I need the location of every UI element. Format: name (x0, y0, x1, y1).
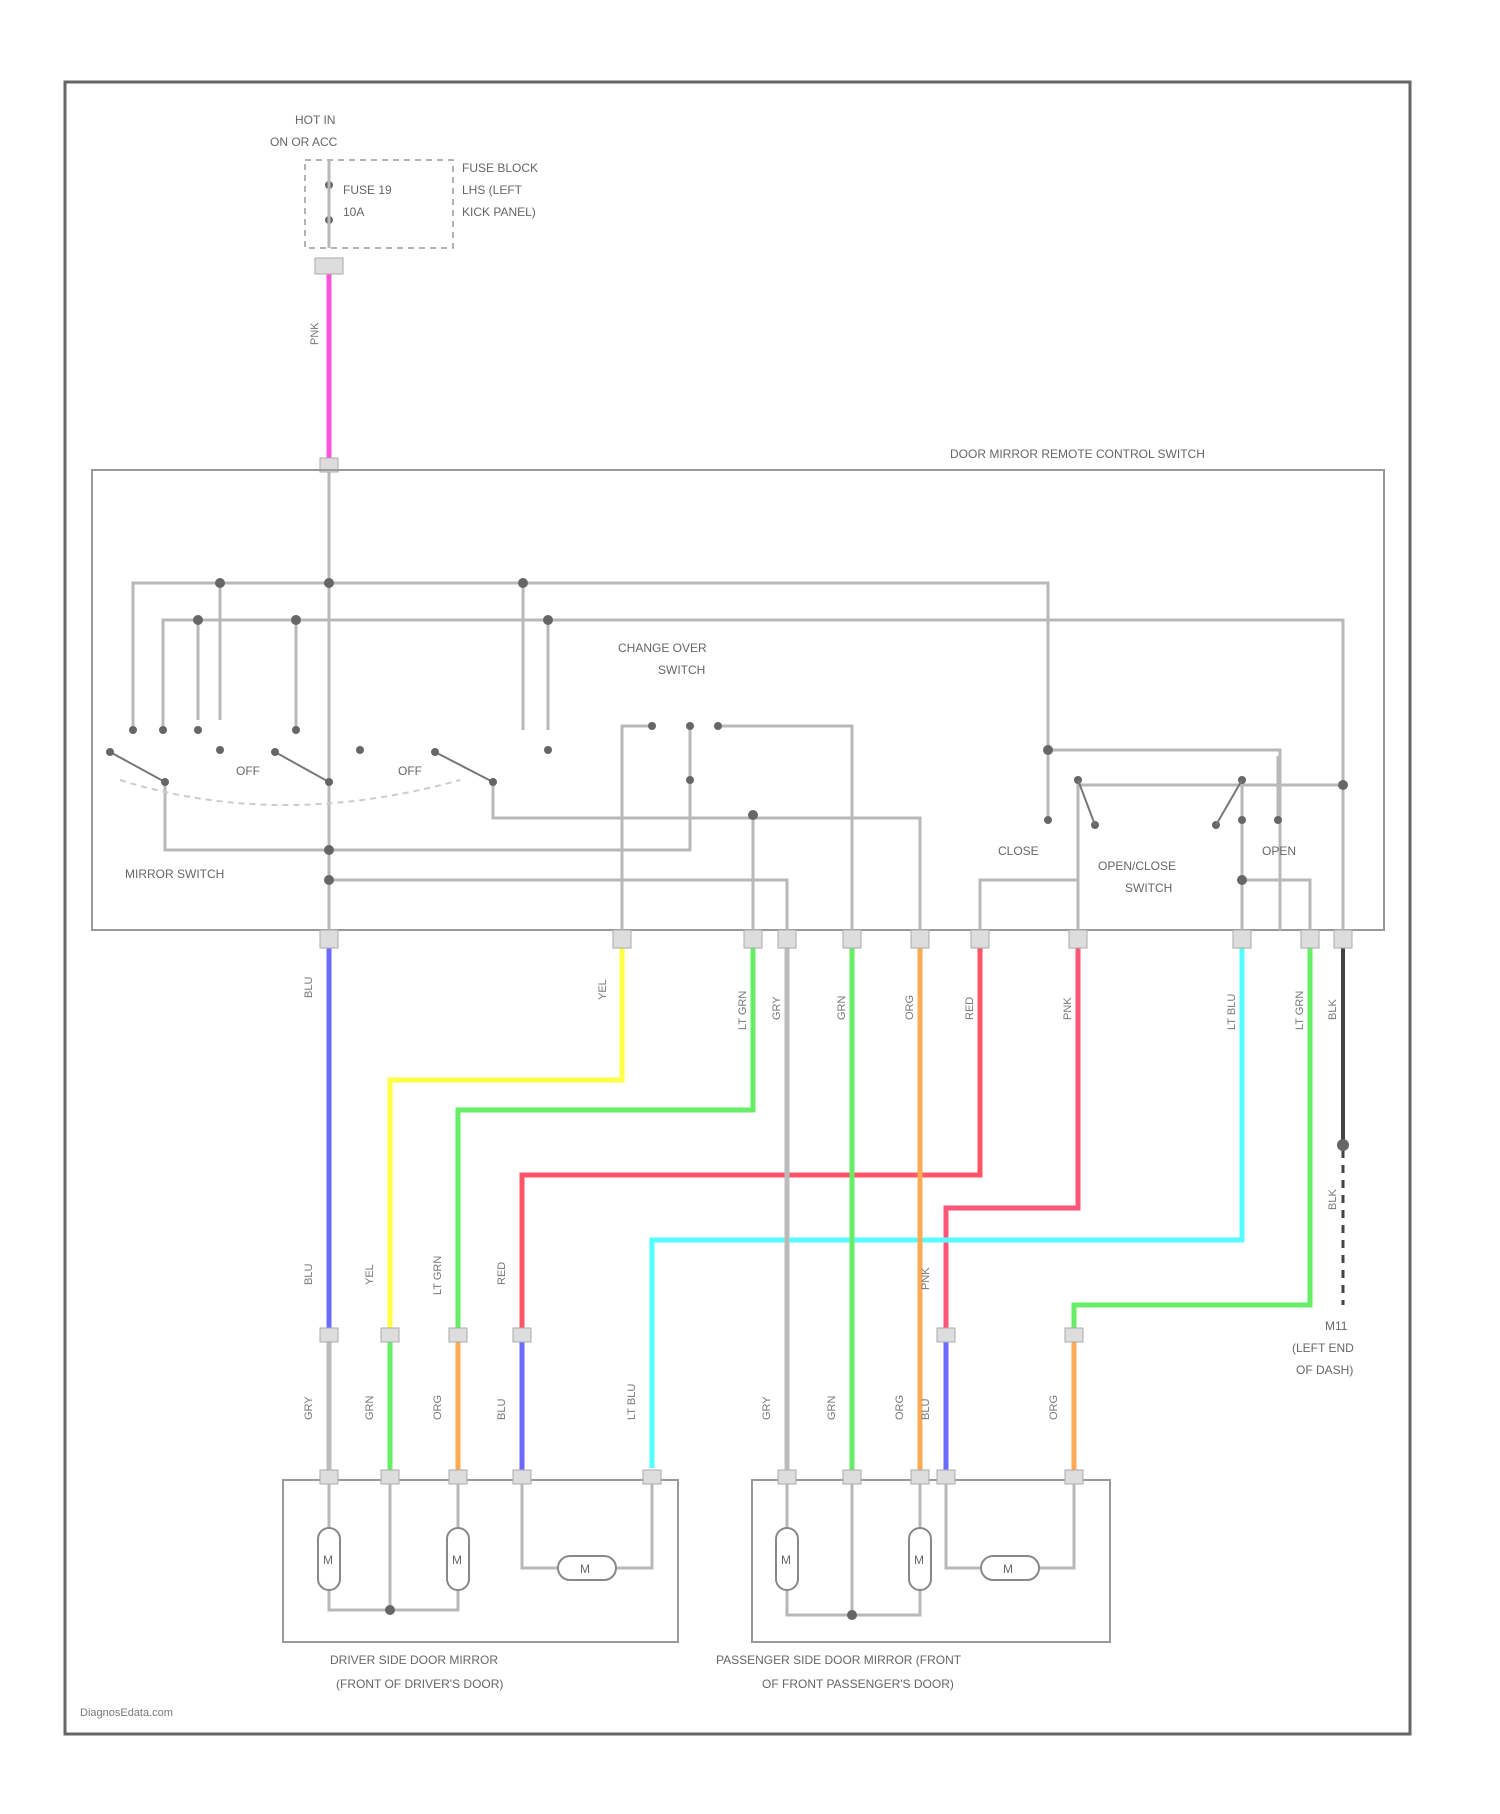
passenger-mirror-label: PASSENGER SIDE DOOR MIRROR (FRONT (716, 1653, 962, 1667)
wire-lt-grn-lower (1074, 948, 1310, 1328)
feed-wire-label: PNK (309, 322, 321, 345)
switch-assembly-title: DOOR MIRROR REMOTE CONTROL SWITCH (950, 447, 1205, 461)
motor-symbol: M (580, 1562, 590, 1576)
driver-wire-label: BLU (496, 1399, 508, 1420)
driver-wire-label: ORG (432, 1395, 444, 1420)
switch-assembly-frame (92, 470, 1384, 930)
upper-wire-label: YEL (597, 979, 609, 1000)
upper-wire-label: LT GRN (737, 991, 749, 1030)
mid-wire-label: RED (496, 1262, 508, 1285)
fuse-block-location-2: KICK PANEL) (462, 205, 536, 219)
upper-wire-label: GRY (771, 996, 783, 1020)
off-label-2: OFF (398, 764, 422, 778)
connectors (320, 930, 1352, 1342)
passenger-wire-label: BLU (920, 1399, 932, 1420)
fuse-block-location: LHS (LEFT (462, 183, 523, 197)
fuse-rating: 10A (343, 205, 364, 219)
upper-wire-label: ORG (904, 995, 916, 1020)
motor-symbol: M (323, 1553, 333, 1567)
fuse-box (305, 160, 453, 248)
mirror-switch-contacts (110, 752, 493, 805)
driver-mirror-assembly: M M M (283, 1470, 678, 1642)
driver-mirror-location: (FRONT OF DRIVER'S DOOR) (336, 1677, 503, 1691)
motor-symbol: M (1003, 1562, 1013, 1576)
fuse-label: FUSE 19 (343, 183, 392, 197)
passenger-mirror-location: OF FRONT PASSENGER'S DOOR) (762, 1677, 954, 1691)
diagram-border (65, 82, 1410, 1734)
driver-mirror-label: DRIVER SIDE DOOR MIRROR (330, 1653, 498, 1667)
driver-wire-label: GRN (364, 1396, 376, 1421)
hot-condition-label: ON OR ACC (270, 135, 338, 149)
motor-symbol: M (452, 1553, 462, 1567)
motor-symbol: M (914, 1553, 924, 1567)
mid-wire-labels: BLU YEL LT GRN RED PNK (303, 1256, 932, 1295)
upper-wire-label: PNK (1062, 997, 1074, 1020)
mirror-switch-label: MIRROR SWITCH (125, 867, 224, 881)
upper-wire-label: GRN (836, 996, 848, 1021)
upper-wire-label: LT GRN (1294, 991, 1306, 1030)
open-close-label-2: SWITCH (1125, 881, 1172, 895)
change-over-label-2: SWITCH (658, 663, 705, 677)
ground-location-2: OF DASH) (1296, 1363, 1353, 1377)
open-label: OPEN (1262, 844, 1296, 858)
passenger-wire-label: GRN (826, 1396, 838, 1421)
ground-label: M11 (1325, 1319, 1348, 1333)
passenger-wire-label: GRY (761, 1396, 773, 1420)
fuse-block-label: FUSE BLOCK (462, 161, 538, 175)
mid-wire-label: YEL (364, 1264, 376, 1285)
close-label: CLOSE (998, 844, 1039, 858)
passenger-mirror-assembly: M M M (752, 1470, 1110, 1642)
mid-wire-label: BLU (303, 1264, 315, 1285)
watermark: DiagnosEdata.com (80, 1707, 173, 1719)
ground-location: (LEFT END (1292, 1341, 1354, 1355)
driver-wire-label: LT BLU (626, 1384, 638, 1420)
change-over-label: CHANGE OVER (618, 641, 707, 655)
upper-wire-label: BLU (303, 977, 315, 998)
upper-wire-label: BLK (1327, 999, 1339, 1020)
hot-in-label: HOT IN (295, 113, 335, 127)
harness-wires (329, 948, 1343, 1470)
off-label-1: OFF (236, 764, 260, 778)
motor-symbol: M (781, 1553, 791, 1567)
upper-wire-label: RED (964, 997, 976, 1020)
junction-dots (106, 578, 1348, 885)
ground-wire-label: BLK (1327, 1189, 1339, 1210)
open-close-label: OPEN/CLOSE (1098, 859, 1176, 873)
driver-wire-label: GRY (303, 1396, 315, 1420)
passenger-wire-label: ORG (894, 1395, 906, 1420)
passenger-wire-label: ORG (1048, 1395, 1060, 1420)
mid-wire-label: LT GRN (432, 1256, 444, 1295)
upper-wire-label: LT BLU (1226, 994, 1238, 1030)
mid-wire-label: PNK (920, 1267, 932, 1290)
